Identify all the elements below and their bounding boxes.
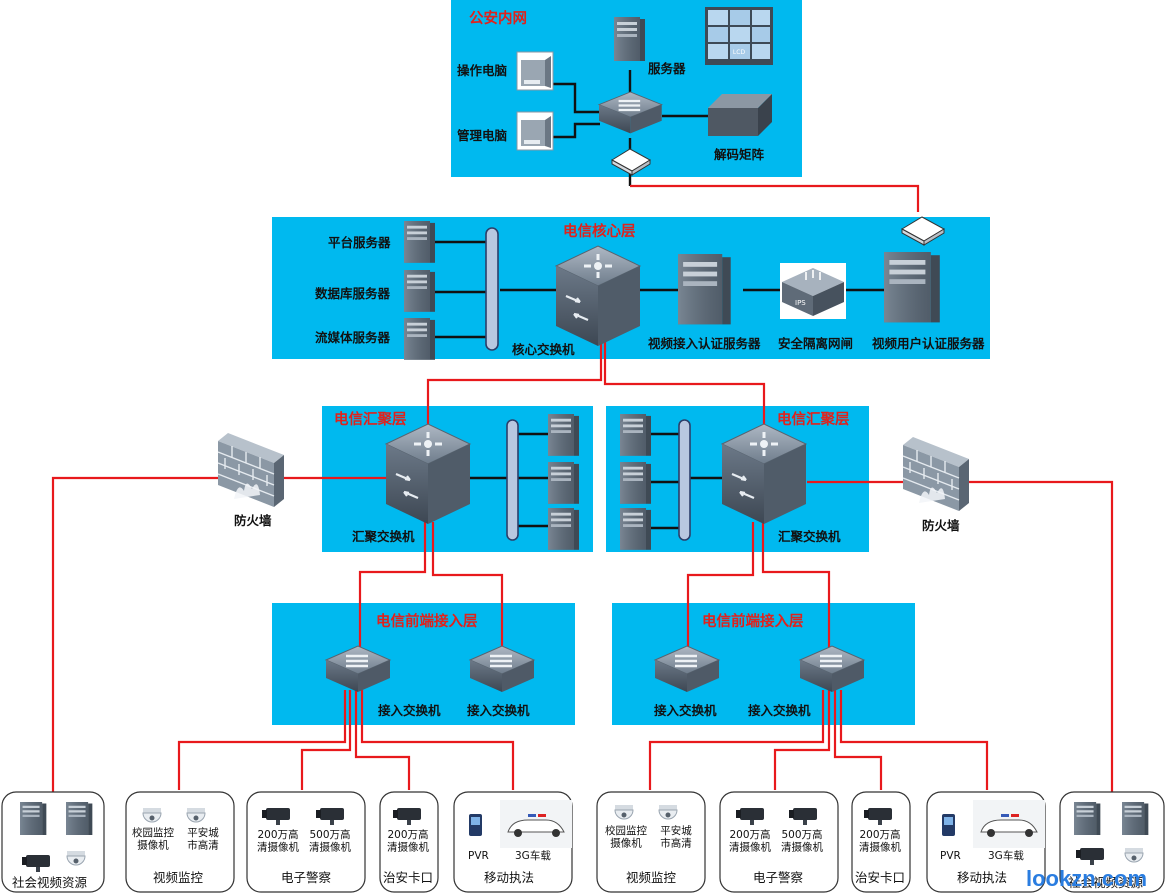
mobile-label-right: 移动执法 <box>957 870 1007 885</box>
police-router-icon <box>611 148 651 176</box>
core-switch-label: 核心交换机 <box>512 342 575 357</box>
admin-pc-label: 管理电脑 <box>457 128 508 143</box>
agg-right-switch-icon <box>720 422 808 526</box>
user-auth-server-icon <box>884 252 940 323</box>
agg-left-lines <box>470 432 548 528</box>
agg-left-switch-label: 汇聚交换机 <box>352 529 415 544</box>
core-switch-icon <box>554 244 642 348</box>
core-bus-bar <box>485 227 499 351</box>
cam500-label-left: 500万高清摄像机 <box>309 828 351 854</box>
vehicle-icon-right <box>973 800 1045 848</box>
agg-left-server3-icon <box>548 508 579 550</box>
server-label: 服务器 <box>648 61 686 76</box>
agg-right-server3-icon <box>620 508 651 550</box>
social-server1-icon <box>20 802 47 835</box>
vehicle-label-right: 3G车载 <box>988 849 1024 862</box>
e-police-label-left: 电子警察 <box>281 870 332 885</box>
safecity-label-left: 平安城市高清 <box>187 826 219 852</box>
social-dome-camera-icon <box>66 850 86 866</box>
server-tower-icon <box>614 17 645 61</box>
campus-label-right: 校园监控摄像机 <box>605 824 647 850</box>
watermark: lookzn.com <box>1026 866 1147 891</box>
video-auth-label: 视频接入认证服务器 <box>648 336 761 351</box>
core-lines <box>432 240 884 339</box>
pvr-label-left: PVR <box>468 850 489 862</box>
social-right-server1-icon <box>1074 802 1101 835</box>
ips-label: IPS <box>795 299 806 307</box>
safecity-label-right: 平安城市高清 <box>660 824 692 850</box>
agg-left-server2-icon <box>548 462 579 504</box>
firewall-right-label: 防火墙 <box>922 518 960 533</box>
access-right-switch-a-label: 接入交换机 <box>654 703 717 718</box>
lcd-wall-icon: LCD <box>705 7 773 65</box>
pvr-device-icon-left <box>469 814 482 836</box>
campus-dome-icon-right <box>614 804 634 820</box>
firewall-right-icon <box>902 436 970 512</box>
firewall-left-label: 防火墙 <box>234 513 272 528</box>
agg-left-switch-icon <box>384 422 472 526</box>
operator-pc-icon <box>516 51 554 91</box>
checkpoint-cam-label-right: 200万高清摄像机 <box>859 828 901 854</box>
lcd-label: LCD <box>733 49 746 56</box>
police-net-title: 公安内网 <box>469 9 527 27</box>
decoder-matrix-icon <box>708 94 772 136</box>
agg-right-server2-icon <box>620 462 651 504</box>
cam500-label-right: 500万高清摄像机 <box>781 828 823 854</box>
safecity-dome-icon-left <box>186 807 206 823</box>
media-server-icon <box>404 318 435 360</box>
campus-dome-icon-left <box>142 807 162 823</box>
agg-right-bus-bar <box>678 419 691 541</box>
media-server-label: 流媒体服务器 <box>315 330 391 345</box>
social-server2-icon <box>66 802 93 835</box>
access-right-switch-b-label: 接入交换机 <box>748 703 811 718</box>
access-left-title: 电信前端接入层 <box>376 612 478 630</box>
db-server-label: 数据库服务器 <box>314 286 391 301</box>
platform-server-icon <box>404 221 435 263</box>
video-monitor-label-left: 视频监控 <box>153 870 204 885</box>
cam200-label-left: 200万高清摄像机 <box>257 828 299 854</box>
agg-left-bus-bar <box>506 419 519 541</box>
agg-right-lines <box>650 432 722 530</box>
decoder-label: 解码矩阵 <box>714 147 765 162</box>
vehicle-label-left: 3G车载 <box>515 849 551 862</box>
access-right-title: 电信前端接入层 <box>702 612 804 630</box>
agg-left-title: 电信汇聚层 <box>334 410 407 428</box>
social-right-server2-icon <box>1122 802 1149 835</box>
agg-right-switch-label: 汇聚交换机 <box>778 529 841 544</box>
access-left-switch-a-label: 接入交换机 <box>378 703 441 718</box>
vehicle-icon-left <box>500 800 572 848</box>
user-auth-label: 视频用户认证服务器 <box>872 336 985 351</box>
db-server-icon <box>404 270 435 312</box>
social-right-dome-icon <box>1124 847 1144 863</box>
ips-device-icon: IPS <box>780 263 846 319</box>
agg-right-server1-icon <box>620 414 651 456</box>
checkpoint-cam-label-left: 200万高清摄像机 <box>387 828 429 854</box>
video-monitor-label-right: 视频监控 <box>626 870 677 885</box>
cam200-label-right: 200万高清摄像机 <box>729 828 771 854</box>
pvr-device-icon-right <box>942 814 955 836</box>
agg-right-title: 电信汇聚层 <box>777 410 850 428</box>
checkpoint-label-right: 治安卡口 <box>855 870 905 885</box>
video-auth-server-icon <box>678 254 731 325</box>
agg-left-server1-icon <box>548 414 579 456</box>
e-police-label-right: 电子警察 <box>753 870 804 885</box>
social-label-left: 社会视频资源 <box>12 875 88 890</box>
isolation-label: 安全隔离网闸 <box>778 336 853 351</box>
firewall-left-icon <box>217 432 285 508</box>
campus-label-left: 校园监控摄像机 <box>132 826 174 852</box>
operator-pc-label: 操作电脑 <box>457 63 508 78</box>
mobile-label-left: 移动执法 <box>484 870 534 885</box>
admin-pc-icon <box>516 111 554 151</box>
pvr-label-right: PVR <box>940 850 961 862</box>
social-label-right: 社会视频资源 <box>1068 875 1144 890</box>
safecity-dome-icon-right <box>658 804 678 820</box>
core-title: 电信核心层 <box>563 222 636 240</box>
wires <box>51 184 1114 878</box>
access-left-switch-b-label: 接入交换机 <box>467 703 530 718</box>
checkpoint-label-left: 治安卡口 <box>383 870 433 885</box>
core-router-icon <box>900 216 946 246</box>
platform-server-label: 平台服务器 <box>328 235 391 250</box>
